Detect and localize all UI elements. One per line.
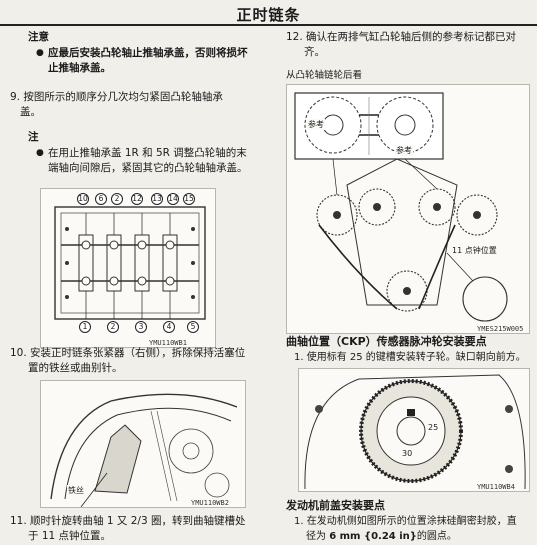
sequence-number: 12 [131, 193, 143, 205]
note1-text-line2: 止推轴承盖。 [48, 62, 111, 74]
camshaft-cap-sequence-figure: 10 6 2 12 13 14 15 1 2 3 4 5 YMU110WB1 [40, 188, 216, 348]
ckp-section-title: 曲轴位置（CKP）传感器脉冲轮安装要点 [286, 335, 487, 348]
keyway-30-label: 30 [402, 449, 413, 458]
dot-diameter: 6 mm {0.24 in} [329, 531, 417, 542]
figure-code: YMU110WB1 [149, 339, 187, 347]
sequence-number: 3 [135, 321, 147, 333]
ckp-instruction: 1. 使用标有 25 的键槽安装转子轮。缺口朝向前方。 [294, 352, 526, 363]
sequence-number: 15 [183, 193, 195, 205]
front-cover-section-title: 发动机前盖安装要点 [286, 499, 385, 512]
ckp-rotor-figure: 25 30 YMU110WB4 [298, 368, 530, 492]
note2-line1: 在用止推轴承盖 1R 和 5R 调整凸轮轴的末 [36, 146, 247, 161]
cylinder-head-drawing [54, 206, 206, 320]
sequence-number: 4 [163, 321, 175, 333]
keyway-25-label: 25 [428, 423, 439, 432]
sequence-number: 10 [77, 193, 89, 205]
step10-line1: 10. 安装正时链条张紧器（右侧），拆除保持活塞位 [10, 347, 246, 359]
right-column: 12. 确认在两排气缸凸轮轴后侧的参考标记都已对 齐。 从凸轮轴链轮后看 [284, 28, 534, 545]
figure-caption: 从凸轮轴链轮后看 [286, 70, 363, 81]
reference-mark-label-left: 参考 [307, 119, 325, 130]
note2-title: 注 [28, 131, 39, 143]
note1-title: 注意 [28, 31, 49, 43]
step11-line1: 11. 顺时针旋转曲轴 1 又 2/3 圈，转到曲轴键槽处 [10, 515, 246, 527]
reference-mark-label-right: 参考 [395, 145, 413, 156]
wire-label: 铁丝 [67, 485, 85, 496]
sequence-number: 6 [95, 193, 107, 205]
sequence-number: 13 [151, 193, 163, 205]
page-header: 正时链条 [0, 0, 537, 26]
front-cover-line2-suffix: 的圆点。 [416, 531, 457, 542]
clock-position-label: 11 点钟位置 [451, 245, 498, 256]
figure-code: YMES215W005 [477, 325, 524, 333]
front-cover-line1: 1. 在发动机侧如图所示的位置涂抹硅酮密封胶，直 [294, 516, 517, 527]
left-column: 注意 应最后安装凸轮轴止推轴承盖，否则将损坏 止推轴承盖。 9. 按图所示的顺序… [6, 28, 276, 545]
page-title: 正时链条 [236, 6, 301, 24]
figure-code: YMU110WB4 [477, 483, 515, 491]
front-cover-line2-prefix: 径为 [306, 531, 330, 542]
figure-code: YMU110WB2 [191, 499, 229, 507]
step12-line2: 齐。 [304, 46, 325, 58]
step10-line2: 置的铁丝或曲别针。 [28, 362, 123, 374]
step11-line2: 于 11 点钟位置。 [28, 530, 112, 542]
camshaft-timing-marks-figure: 参考 参考 11 点钟位置 YMES215W005 [286, 84, 530, 334]
sequence-number: 2 [107, 321, 119, 333]
sequence-number: 1 [79, 321, 91, 333]
rotor-drawing [304, 374, 526, 490]
step9-line2: 盖。 [20, 106, 41, 118]
note1-text-line1: 应最后安装凸轮轴止推轴承盖，否则将损坏 [36, 46, 278, 61]
step9-line1: 9. 按图所示的顺序分几次均匀紧固凸轮轴轴承 [10, 91, 223, 103]
tensioner-drawing [50, 393, 238, 507]
note2-line2: 端轴向间隙后，紧固其它的凸轮轴轴承盖。 [48, 162, 248, 174]
sequence-number: 5 [187, 321, 199, 333]
front-cover-line2: 径为 6 mm {0.24 in}的圆点。 [306, 529, 457, 544]
sequence-number: 2 [111, 193, 123, 205]
sequence-number: 14 [167, 193, 179, 205]
step12-line1: 12. 确认在两排气缸凸轮轴后侧的参考标记都已对 [286, 31, 517, 43]
chain-tensioner-figure: 铁丝 YMU110WB2 [40, 380, 246, 508]
